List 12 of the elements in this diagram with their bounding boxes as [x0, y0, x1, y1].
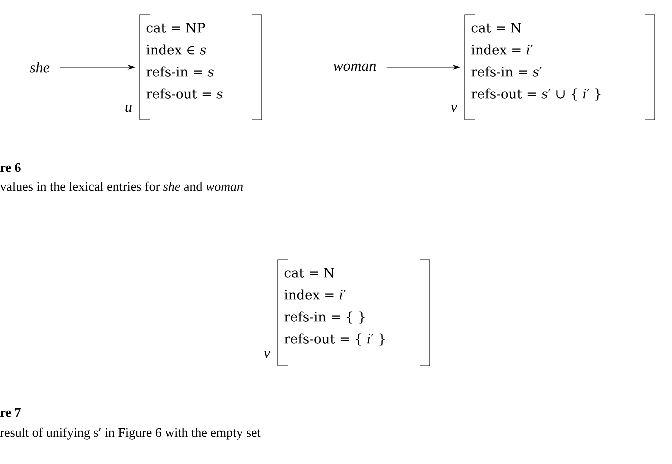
figure-caption: result of unifying s′ in Figure 6 with the empty set: [0, 428, 261, 440]
matrix-variable: v: [451, 105, 458, 112]
figure-number: re 6: [0, 163, 21, 172]
feature-matrix: cat = NP index ∈ s refs-in = s refs-out = s: [140, 14, 262, 120]
figure-number: re 7: [0, 408, 21, 418]
feature-matrix: cat = N index = i′ refs-in = { } refs-out = { i′ }: [278, 260, 430, 366]
word: she: [30, 62, 50, 73]
feature-matrix: cat = N index = i′ refs-in = s′ refs-out = s′ ∪ { i′ }: [464, 14, 656, 120]
matrix-variable: u: [126, 105, 132, 112]
matrix-variable: v: [264, 351, 270, 358]
word: woman: [334, 64, 376, 72]
figure-caption: values in the lexical entries for she and woman: [0, 182, 243, 192]
